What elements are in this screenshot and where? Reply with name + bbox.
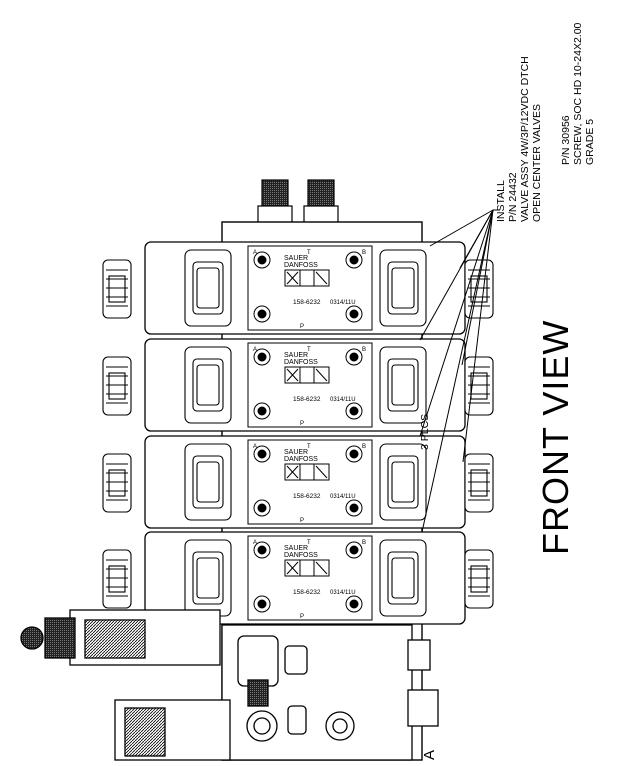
solenoid-coil [184,346,232,424]
port-t-label: T [307,347,311,353]
valve-center-plate [247,439,373,525]
date-code-label: 0314/11U [330,590,356,596]
install-callout: INSTALL P/N 24432 VALVE ASSY 4W/3P/12VDC… [495,56,543,222]
port-a-label: A [253,540,257,546]
connector-plug [102,259,132,319]
port-b-label: B [362,250,366,256]
connector-plug [464,356,494,416]
qty-note: 3 PLCS [419,413,431,450]
port-p-label: P [300,324,304,330]
screw-line-3: GRADE 5 [584,118,596,165]
screw-line-2: SCREW, SOC HD 10-24X2.00 [572,22,584,165]
solenoid-coil [184,249,232,327]
install-line-1: INSTALL [495,180,507,222]
part-number-label: 158-6232 [293,589,321,596]
part-number-label: 158-6232 [293,493,321,500]
port-p-label: P [300,614,304,620]
connector-plug [464,259,494,319]
port-b-label: B [362,540,366,546]
brand-top-label: SAUER [284,449,308,456]
port-p-label: P [300,518,304,524]
screw-line-1: P/N 30956 [560,115,572,165]
part-number-label: 158-6232 [293,299,321,306]
solenoid-coil [184,443,232,521]
connector-plug [464,549,494,609]
port-b-label: B [362,347,366,353]
brand-bottom-label: DANFOSS [284,262,318,269]
top-fittings [257,179,339,225]
port-a-label: A [253,250,257,256]
lower-manifold [20,609,439,761]
screw-callout: P/N 30956 SCREW, SOC HD 10-24X2.00 GRADE… [560,23,596,165]
connector-plug [464,453,494,513]
valve-center-plate [247,245,373,331]
port-t-label: T [307,250,311,256]
brand-bottom-label: DANFOSS [284,456,318,463]
leader-lines [419,209,500,533]
brand-top-label: SAUER [284,545,308,552]
corner-label: A [421,749,438,760]
connector-plug [102,356,132,416]
brand-top-label: SAUER [284,352,308,359]
connector-plug [102,549,132,609]
date-code-label: 0314/11U [330,300,356,306]
install-line-4: OPEN CENTER VALVES [531,103,543,222]
solenoid-coil [379,249,427,327]
solenoid-coil [379,346,427,424]
port-t-label: T [307,444,311,450]
solenoid-coil [379,539,427,617]
view-title: FRONT VIEW [535,319,576,555]
port-b-label: B [362,444,366,450]
date-code-label: 0314/11U [330,397,356,403]
install-line-3: VALVE ASSY 4W/3P/12VDC DTCH [519,56,531,222]
port-t-label: T [307,540,311,546]
brand-bottom-label: DANFOSS [284,359,318,366]
connector-plug [102,453,132,513]
solenoid-coil [184,539,232,617]
valve-center-plate [247,535,373,621]
part-number-label: 158-6232 [293,396,321,403]
date-code-label: 0314/11U [330,494,356,500]
port-a-label: A [253,347,257,353]
brand-bottom-label: DANFOSS [284,552,318,559]
valve-center-plate [247,342,373,428]
port-p-label: P [300,421,304,427]
brand-top-label: SAUER [284,255,308,262]
solenoid-coil [379,443,427,521]
port-a-label: A [253,444,257,450]
install-line-2: P/N 24432 [507,172,519,222]
